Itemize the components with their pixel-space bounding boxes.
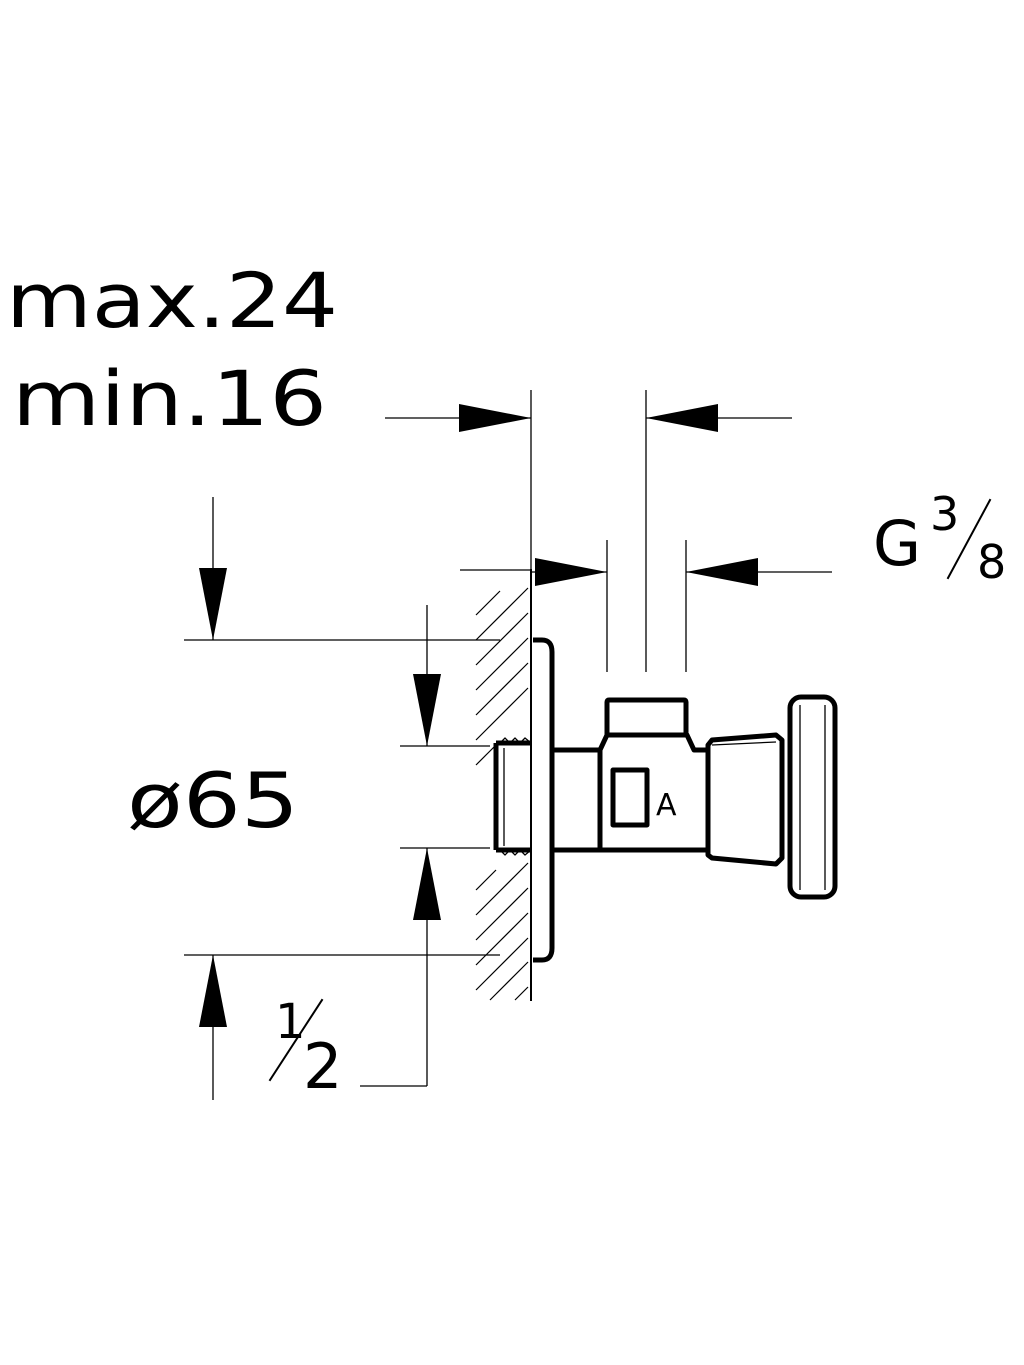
rosette-diameter-label: ø65 xyxy=(127,756,299,845)
outlet-nut xyxy=(604,697,689,735)
depth-dimension: max.24 min.16 xyxy=(6,256,792,672)
outlet-arrow-right xyxy=(535,558,607,586)
max-depth-label: max.24 xyxy=(6,256,338,345)
svg-text:G: G xyxy=(873,507,921,580)
outlet-thread-dimension: G 3 8 xyxy=(531,487,1006,672)
svg-text:8: 8 xyxy=(977,535,1006,589)
spindle-sleeve xyxy=(705,732,785,867)
inlet-arrow-up xyxy=(413,848,441,920)
inlet-arrow-down xyxy=(413,674,441,746)
valve-marking-letter: A xyxy=(656,788,677,823)
min-depth-label: min.16 xyxy=(12,354,327,443)
valve-neck xyxy=(549,747,603,853)
outlet-arrow-left xyxy=(686,558,758,586)
rosette-flange xyxy=(533,637,555,963)
diameter-arrow-up xyxy=(199,955,227,1027)
valve-marking-frame xyxy=(610,767,650,828)
depth-arrow-right xyxy=(459,404,531,432)
valve-body: A xyxy=(549,697,711,853)
inlet-thread-teeth xyxy=(499,737,532,856)
rosette-diameter-dimension: ø65 xyxy=(127,497,500,1100)
inlet-thread-label: 1 2 xyxy=(268,994,342,1103)
handle-knob-icon xyxy=(787,694,838,900)
depth-arrow-left xyxy=(646,404,718,432)
outlet-thread-label: G 3 8 xyxy=(873,487,1006,589)
inlet-pipe xyxy=(493,737,532,856)
wall xyxy=(460,569,532,1001)
diameter-arrow-down xyxy=(199,568,227,640)
wall-hatching xyxy=(475,587,529,1001)
valve-handle xyxy=(705,694,838,900)
svg-text:1: 1 xyxy=(275,994,306,1050)
svg-text:3: 3 xyxy=(930,487,959,541)
valve-housing xyxy=(597,732,711,853)
inlet-thread-dimension: 1 2 xyxy=(268,605,490,1103)
svg-text:2: 2 xyxy=(303,1030,342,1103)
